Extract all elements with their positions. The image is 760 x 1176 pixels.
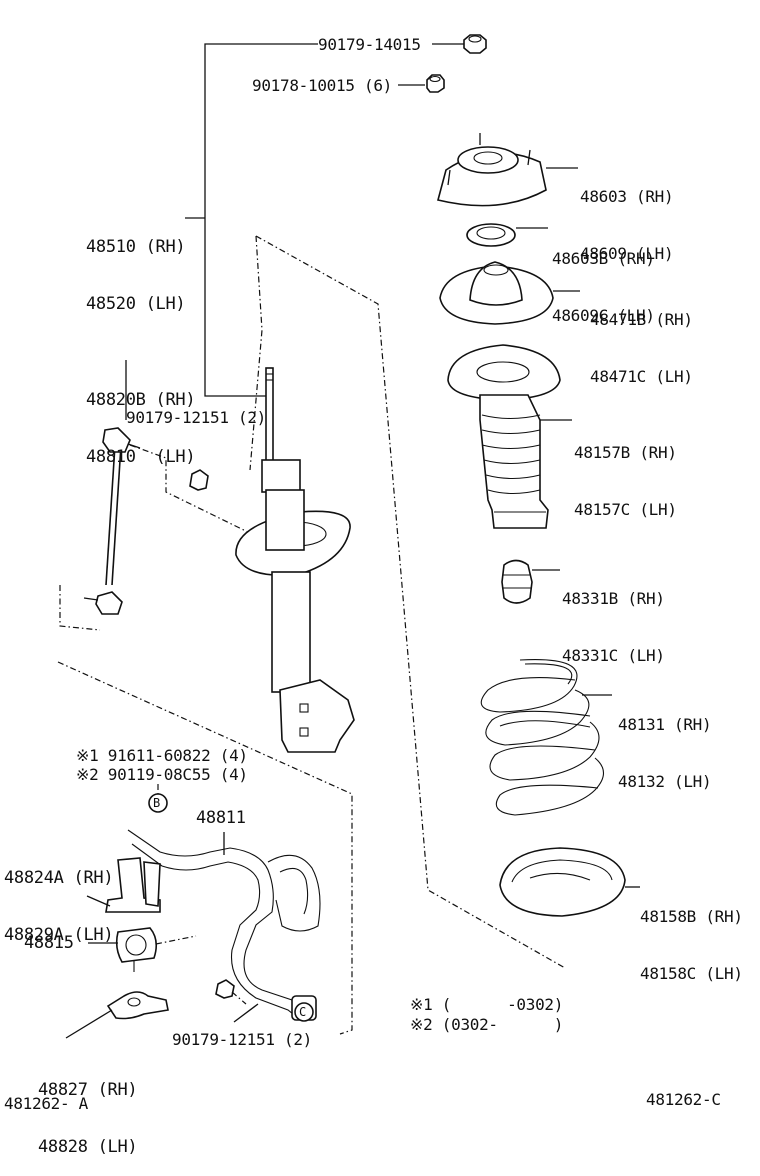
upper-mount — [437, 133, 547, 207]
strut — [235, 367, 355, 753]
label-bearing: 48603B (RH) 48609C (LH) — [552, 211, 655, 344]
frame-link — [129, 444, 257, 537]
bracket — [105, 857, 161, 913]
code-right: 481262-C — [646, 1090, 721, 1109]
label-clamp-lh: 48828 (LH) — [38, 1137, 138, 1157]
stab-nut-leader — [233, 1003, 259, 1023]
code-left: 481262- A — [4, 1094, 88, 1113]
label-clamp-rh: 48827 (RH) — [38, 1080, 138, 1100]
bump-stopper — [501, 559, 533, 604]
label-nut-top: 90179-14015 — [318, 35, 421, 54]
label-bolt1: ※1 91611-60822 (4) — [76, 746, 248, 765]
top-nut — [463, 34, 487, 54]
callout-c: C — [299, 1005, 306, 1019]
clamp-leader — [65, 1009, 113, 1039]
label-stabilizer: 48811 — [196, 808, 246, 828]
label-spring: 48131 (RH) 48132 (LH) — [618, 677, 712, 810]
label-seat: 48471B (RH) 48471C (LH) — [590, 272, 693, 405]
label-insulator-rh: 48158B (RH) — [640, 907, 743, 926]
label-bearing-rh: 48603B (RH) — [552, 249, 655, 268]
label-bearing-lh: 48609C (LH) — [552, 306, 655, 325]
label-link-nut: 90179-12151 (2) — [126, 408, 266, 427]
clamp — [106, 991, 169, 1020]
label-bumper-rh: 48331B (RH) — [562, 589, 665, 608]
stab-nut — [215, 979, 235, 999]
label-link: 48820B (RH) 48810 (LH) — [86, 353, 196, 486]
stabilizer-link — [83, 427, 209, 615]
label-insulator-lh: 48158C (LH) — [640, 964, 743, 983]
small-nut — [426, 74, 445, 93]
lower-insulator — [499, 847, 626, 917]
coil-spring — [480, 658, 605, 816]
label-link-rh: 48820B (RH) — [86, 390, 196, 410]
diagram-drawing — [57, 34, 640, 1039]
label-seat-rh: 48471B (RH) — [590, 310, 693, 329]
bracket-leader — [86, 895, 111, 907]
callout-c-circle — [294, 1002, 314, 1022]
parts-diagram: 90179-14015 90178-10015 (6) 48510 (RH) 4… — [4, 34, 743, 1157]
label-bracket: 48824A (RH) 48829A (LH) — [4, 831, 114, 964]
label-bolt2: ※2 90119-08C55 (4) — [76, 765, 248, 784]
stab-nut-dash — [231, 991, 247, 1005]
label-shock-absorber: 48510 (RH) 48520 (LH) — [86, 200, 186, 333]
label-bracket-lh: 48829A (LH) — [4, 925, 114, 945]
label-nut-small: 90178-10015 (6) — [252, 76, 392, 95]
note-2: ※2 (0302- ) — [410, 1015, 564, 1034]
spring-seat — [439, 261, 554, 325]
label-boot-lh: 48157C (LH) — [574, 500, 677, 519]
label-mount-lh: 48609 (LH) — [580, 244, 674, 263]
frame-left — [249, 235, 263, 471]
label-spring-lh: 48132 (LH) — [618, 772, 712, 791]
shock-leader — [204, 43, 318, 397]
label-mount-rh: 48603 (RH) — [580, 187, 674, 206]
label-shock-rh: 48510 (RH) — [86, 237, 186, 257]
label-boot-rh: 48157B (RH) — [574, 443, 677, 462]
label-mount: 48603 (RH) 48609 (LH) — [580, 149, 674, 282]
label-shock-lh: 48520 (LH) — [86, 294, 186, 314]
label-seat-lh: 48471C (LH) — [590, 367, 693, 386]
label-link-lh: 48810 (LH) — [86, 447, 196, 467]
bearing — [466, 223, 516, 247]
frame-right — [255, 235, 566, 969]
bushing — [115, 927, 158, 972]
bump-boot — [447, 344, 561, 529]
callout-b: B — [153, 796, 160, 810]
label-boot: 48157B (RH) 48157C (LH) — [574, 405, 677, 538]
label-spring-rh: 48131 (RH) — [618, 715, 712, 734]
note-1: ※1 ( -0302) — [410, 995, 564, 1014]
label-bushing: 48815 — [24, 933, 74, 953]
label-stab-nut: 90179-12151 (2) — [172, 1030, 312, 1049]
label-bumper-lh: 48331C (LH) — [562, 646, 665, 665]
label-bumper: 48331B (RH) 48331C (LH) — [562, 551, 665, 684]
bushing-dash — [155, 935, 197, 945]
label-bracket-rh: 48824A (RH) — [4, 868, 114, 888]
frame-link-lower — [59, 585, 101, 631]
label-insulator: 48158B (RH) 48158C (LH) — [640, 869, 743, 1002]
